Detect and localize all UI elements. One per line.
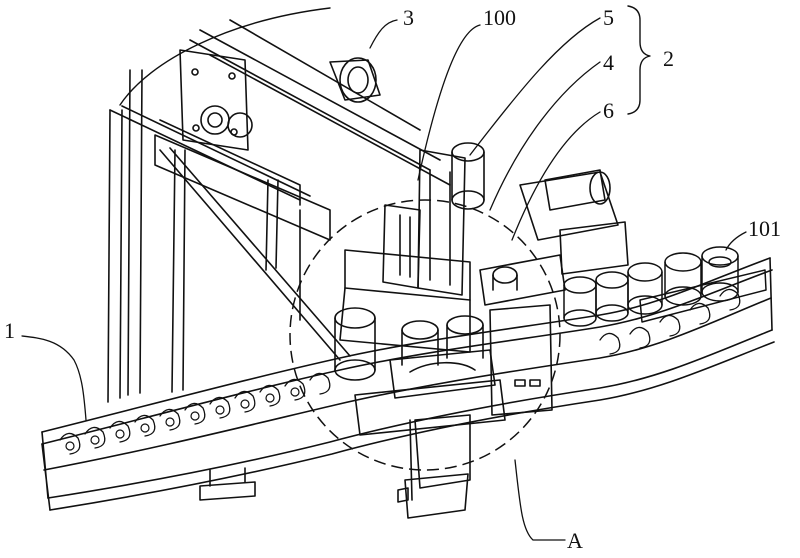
pick-head-assembly bbox=[339, 142, 629, 353]
label-2: 2 bbox=[663, 46, 674, 71]
label-100: 100 bbox=[483, 5, 516, 30]
gantry-assembly bbox=[154, 19, 451, 321]
chain-rollers bbox=[65, 387, 300, 451]
label-6: 6 bbox=[603, 98, 614, 123]
label-101: 101 bbox=[748, 216, 781, 241]
detail-circle-a bbox=[289, 199, 561, 471]
label-3: 3 bbox=[403, 5, 414, 30]
label-4: 4 bbox=[603, 50, 614, 75]
leader-lines bbox=[21, 17, 747, 541]
support-frame bbox=[107, 69, 351, 501]
product-bottles bbox=[563, 246, 767, 327]
conveyor-track bbox=[41, 257, 775, 511]
bracket-group-2 bbox=[627, 5, 651, 115]
label-1: 1 bbox=[4, 318, 15, 343]
lower-carriage bbox=[334, 304, 553, 519]
conveyor-chain-links bbox=[59, 288, 741, 455]
label-5: 5 bbox=[603, 5, 614, 30]
label-a: A bbox=[567, 528, 583, 553]
